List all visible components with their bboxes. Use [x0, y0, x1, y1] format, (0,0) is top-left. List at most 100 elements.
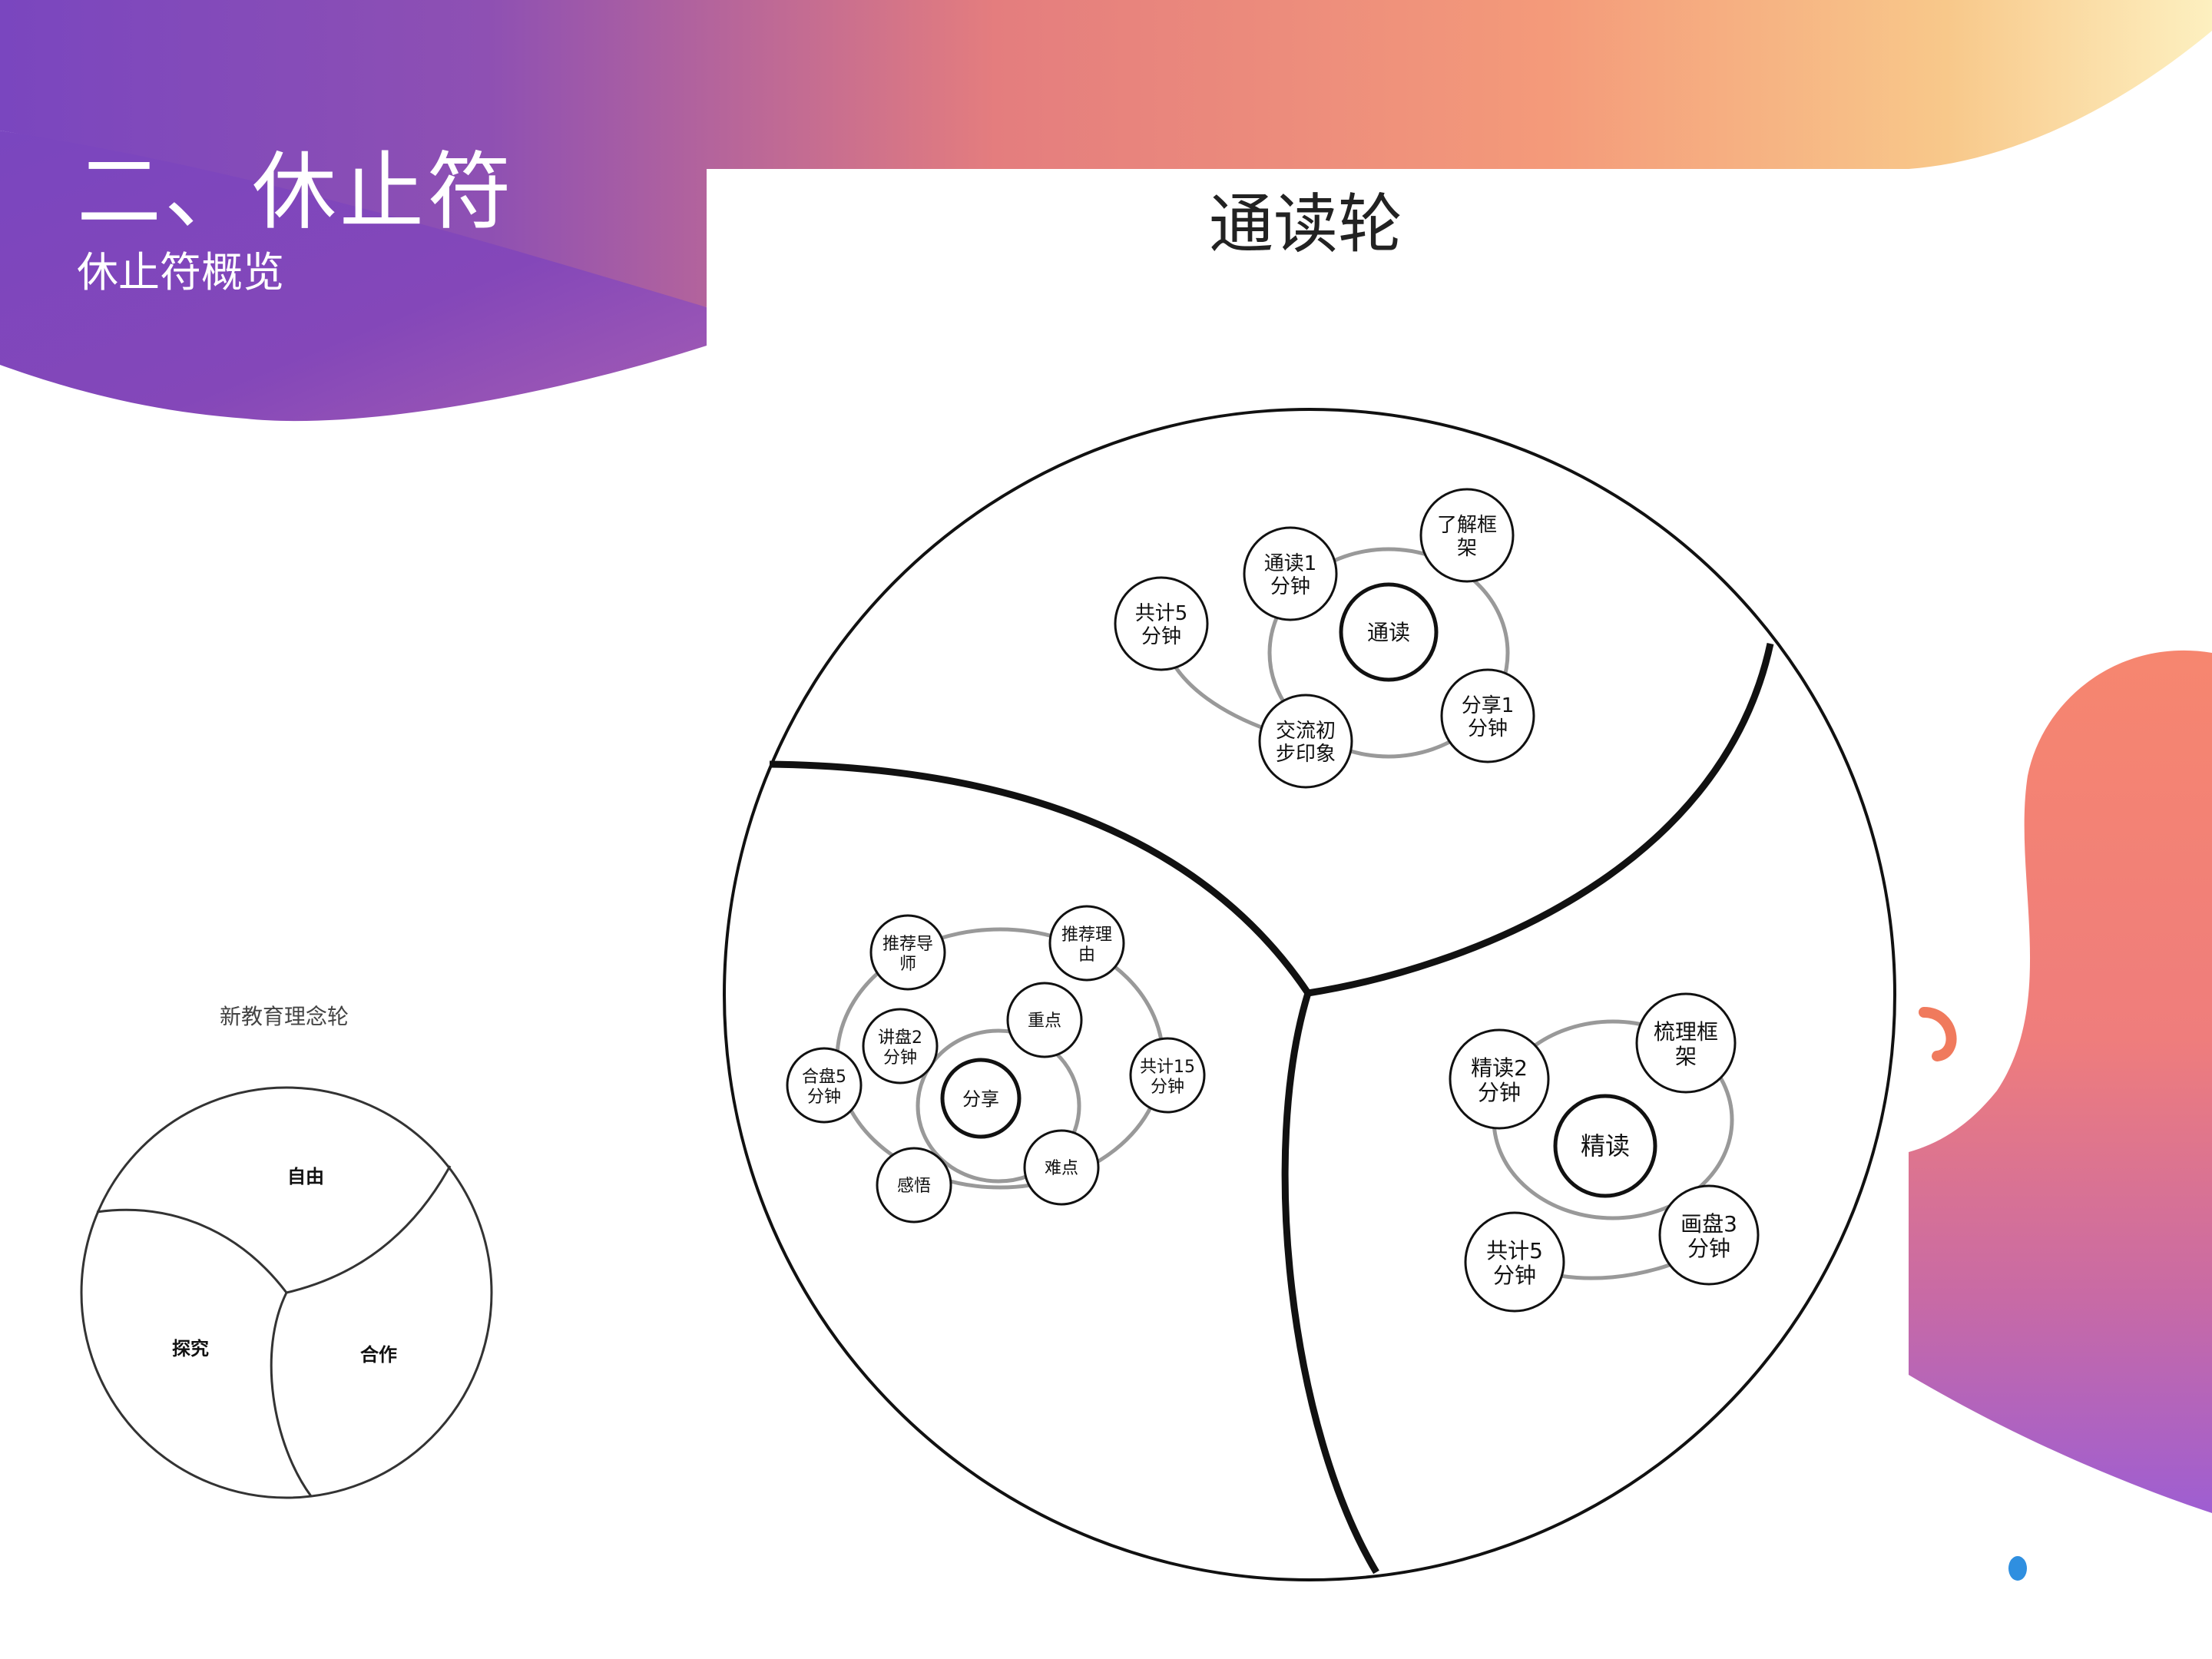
mini-wheel-divider-a — [286, 1165, 452, 1294]
svg-text:感悟: 感悟 — [897, 1177, 931, 1196]
ring-read-through — [1267, 547, 1510, 759]
node-lecture2-line2: 分钟 — [883, 1048, 917, 1068]
main-wheel-title: 通读轮 — [1208, 187, 1402, 262]
node-exchange-line2: 步印象 — [1276, 743, 1336, 766]
node-read1-line2: 分钟 — [1270, 575, 1310, 598]
node-framework: 了解框架 — [1419, 488, 1515, 583]
blue-dot — [2008, 1556, 2027, 1581]
node-recommend-mentor-line1: 推荐导 — [882, 935, 933, 954]
node-read1-line1: 通读1 — [1264, 552, 1317, 575]
node-total5-b-line2: 分钟 — [1493, 1263, 1536, 1288]
center-read-through: 通读 — [1339, 582, 1439, 682]
node-difficulty-line1: 难点 — [1045, 1159, 1078, 1178]
svg-text:推荐导师: 推荐导师 — [882, 935, 933, 974]
node-share1-line1: 分享1 — [1462, 694, 1515, 717]
main-divider-top-right — [1307, 643, 1774, 997]
node-close-read2-line1: 精读2 — [1471, 1055, 1528, 1081]
ring-share-inner — [916, 1028, 1081, 1184]
center-share: 分享 — [940, 1058, 1022, 1139]
node-share1-line2: 分钟 — [1468, 717, 1508, 740]
node-recommend-reason-line2: 由 — [1078, 945, 1095, 965]
node-total15-line2: 分钟 — [1151, 1078, 1184, 1097]
node-draw3-line2: 分钟 — [1687, 1236, 1730, 1261]
node-difficulty: 难点 — [1023, 1129, 1100, 1206]
right-blob — [1909, 650, 2212, 1513]
svg-text:交流初步印象: 交流初步印象 — [1276, 720, 1336, 766]
node-framework-line2: 架 — [1457, 537, 1477, 560]
node-sort-framework-line1: 梳理框 — [1654, 1019, 1718, 1045]
node-total15-line1: 共计15 — [1140, 1058, 1195, 1077]
mini-label-freedom: 自由 — [287, 1166, 324, 1187]
center-read-through-label: 通读 — [1367, 620, 1410, 645]
mini-label-inquiry: 探究 — [172, 1338, 209, 1359]
node-sort-framework-line2: 架 — [1675, 1044, 1697, 1069]
node-recommend-reason: 推荐理由 — [1048, 905, 1125, 982]
node-key-point-line1: 重点 — [1028, 1012, 1061, 1031]
node-exchange: 交流初步印象 — [1258, 694, 1353, 789]
main-divider-bottom — [1281, 992, 1379, 1575]
slide-subtitle: 休止符概览 — [77, 248, 284, 296]
node-exchange-line1: 交流初 — [1276, 720, 1336, 743]
svg-text:难点: 难点 — [1045, 1159, 1078, 1178]
node-combine5-line1: 合盘5 — [802, 1068, 846, 1087]
node-recommend-reason-line1: 推荐理 — [1061, 926, 1112, 945]
center-close-reading-label: 精读 — [1581, 1131, 1630, 1161]
node-recommend-mentor-line2: 师 — [899, 955, 916, 974]
mini-wheel-outline — [80, 1086, 493, 1499]
node-close-read2-line2: 分钟 — [1478, 1080, 1521, 1105]
top-wave — [0, 0, 2212, 307]
node-lecture2-line1: 讲盘2 — [878, 1028, 922, 1048]
mini-wheel-divider-b — [96, 1208, 288, 1293]
center-close-reading: 精读 — [1553, 1094, 1657, 1198]
node-key-point: 重点 — [1006, 982, 1083, 1058]
svg-text:梳理框架: 梳理框架 — [1654, 1019, 1718, 1069]
node-total5-a-line1: 共计5 — [1135, 602, 1188, 625]
node-sort-framework: 梳理框架 — [1635, 992, 1737, 1094]
svg-text:了解框架: 了解框架 — [1437, 514, 1497, 560]
orange-ring — [1919, 1007, 1957, 1061]
node-framework-line1: 了解框 — [1437, 514, 1497, 537]
mini-wheel-divider-c — [270, 1292, 313, 1497]
diagram-panel — [707, 169, 1909, 1655]
node-insight: 感悟 — [876, 1147, 952, 1224]
node-recommend-mentor: 推荐导师 — [869, 914, 946, 991]
node-insight-line1: 感悟 — [897, 1177, 931, 1196]
node-combine5-line2: 分钟 — [807, 1088, 841, 1107]
node-total5-a-line2: 分钟 — [1141, 625, 1181, 648]
main-divider-top-left — [769, 760, 1311, 995]
node-total5-b-line1: 共计5 — [1486, 1238, 1543, 1263]
center-share-label: 分享 — [962, 1088, 999, 1110]
mini-label-cooperation: 合作 — [360, 1344, 397, 1366]
main-wheel-outline — [723, 408, 1896, 1581]
mini-wheel-title: 新教育理念轮 — [219, 1004, 349, 1029]
svg-text:推荐理由: 推荐理由 — [1061, 926, 1112, 965]
svg-text:重点: 重点 — [1028, 1012, 1061, 1031]
slide-title: 二、休止符 — [77, 143, 515, 241]
left-wave — [0, 131, 707, 422]
node-draw3-line1: 画盘3 — [1681, 1211, 1737, 1237]
